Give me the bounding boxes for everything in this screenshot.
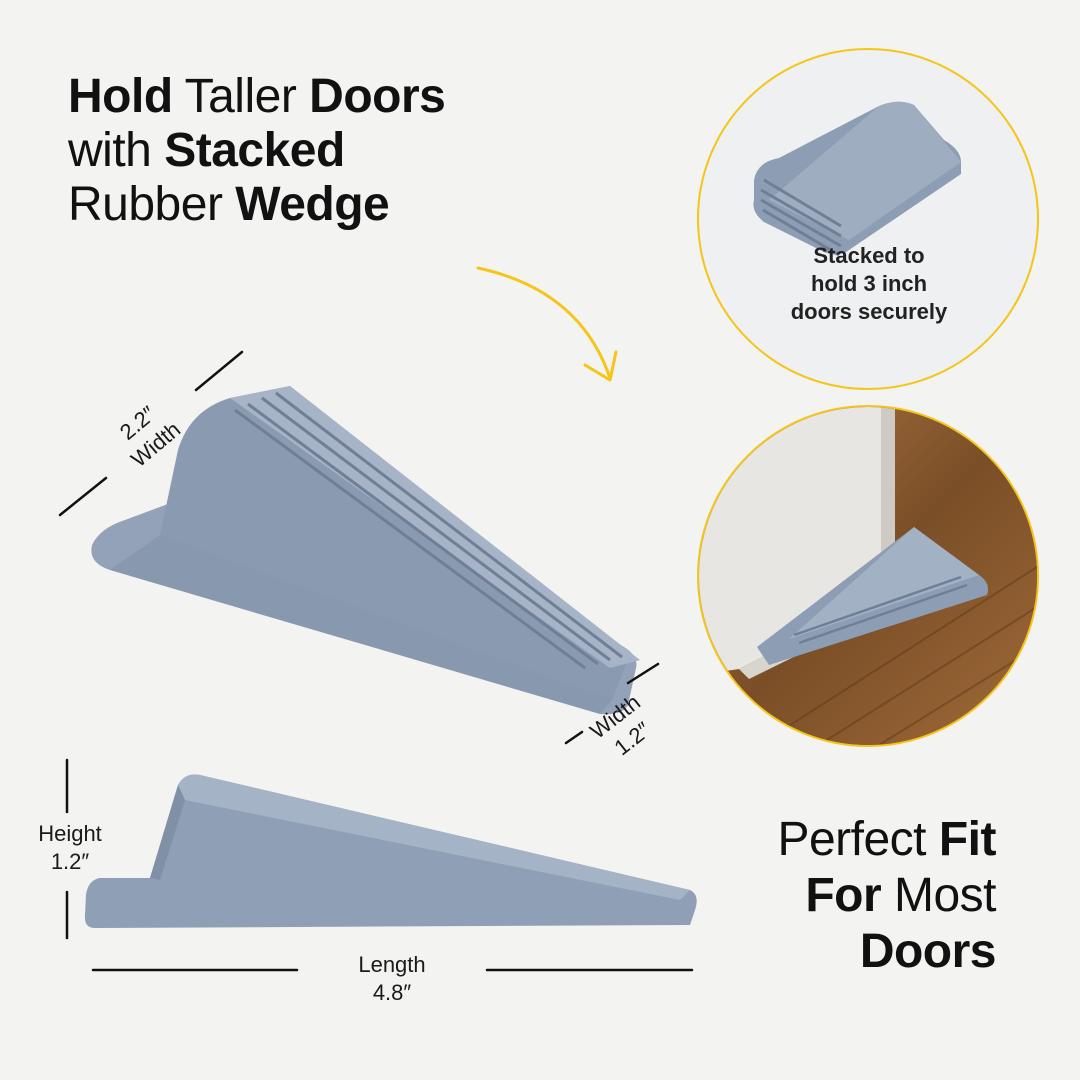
length-label: Length (358, 952, 426, 977)
wedge-side-image (84, 774, 697, 928)
height-dimension: Height 1.2″ (20, 820, 120, 876)
perfect-fit-text: Perfect Fit For Most Doors (777, 812, 996, 980)
headline: Hold Taller Doors with Stacked Rubber We… (68, 70, 446, 232)
dim-line-top-a (194, 350, 244, 392)
fit-line-3: Doors (777, 924, 997, 980)
headline-light-taller: Taller (184, 70, 297, 123)
headline-bold-wedge: Wedge (235, 178, 390, 231)
headline-bold-stacked: Stacked (164, 124, 345, 177)
dim-line-top-b (58, 476, 108, 517)
fit-light-perfect: Perfect (777, 813, 927, 866)
fit-line-2: For Most (777, 868, 996, 924)
headline-line-2: with Stacked (68, 124, 445, 178)
stacked-wedge-circle: Stacked to hold 3 inch doors securely (697, 48, 1039, 390)
door-usage-image (699, 407, 1037, 745)
fit-bold-fit: Fit (938, 813, 997, 866)
fit-line-1: Perfect Fit (777, 812, 996, 868)
stacked-caption: Stacked to hold 3 inch doors securely (759, 242, 979, 326)
fit-light-most: Most (893, 869, 997, 922)
headline-light-with: with (68, 124, 152, 177)
headline-bold-doors: Doors (309, 70, 446, 123)
stacked-wedge-image (753, 101, 961, 257)
headline-line-1: Hold Taller Doors (68, 70, 446, 124)
wedge-angled-image (91, 386, 640, 715)
fit-bold-doors: Doors (859, 925, 997, 978)
length-dimension: Length 4.8″ (322, 951, 462, 1007)
fit-bold-for: For (805, 869, 882, 922)
curved-arrow-icon (476, 266, 612, 380)
dim-line-front-b (626, 662, 660, 685)
length-value: 4.8″ (372, 980, 412, 1005)
stacked-caption-line-2: hold 3 inch (810, 271, 928, 296)
headline-light-rubber: Rubber (68, 178, 223, 231)
dim-line-front-a (564, 730, 584, 745)
height-label: Height (38, 821, 102, 846)
headline-bold-hold: Hold (68, 70, 173, 123)
door-usage-circle (697, 405, 1039, 747)
stacked-caption-line-1: Stacked to (813, 243, 925, 268)
dimension-lines (58, 350, 694, 972)
arrow-head-icon (583, 350, 618, 382)
headline-line-3: Rubber Wedge (68, 178, 445, 232)
height-value: 1.2″ (50, 849, 90, 874)
stacked-caption-line-3: doors securely (790, 299, 948, 324)
